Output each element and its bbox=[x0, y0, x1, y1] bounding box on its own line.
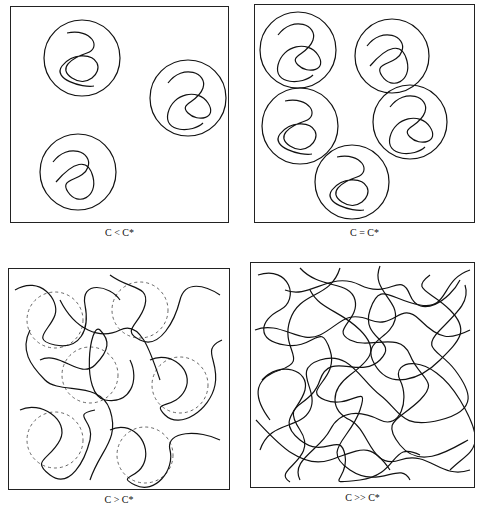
concentration-label: C = C* bbox=[348, 227, 381, 238]
entangled-chains bbox=[15, 275, 222, 487]
coil-group bbox=[40, 12, 447, 219]
regime-panel: C > C* bbox=[8, 268, 230, 490]
polymer-chain bbox=[367, 35, 408, 83]
polymer-chain bbox=[277, 24, 320, 82]
coil-circle bbox=[260, 12, 336, 88]
regime-panel: C >> C* bbox=[250, 262, 475, 488]
polymer-chain bbox=[278, 100, 316, 154]
polymer-chain bbox=[330, 156, 368, 210]
concentration-label: C > C* bbox=[103, 494, 136, 505]
coil-circle bbox=[355, 19, 429, 93]
concentration-label: C >> C* bbox=[343, 492, 382, 503]
coil-circle bbox=[150, 60, 226, 136]
coil-circle bbox=[44, 20, 120, 96]
regime-panel: C < C* bbox=[10, 6, 229, 223]
coil-circle bbox=[40, 134, 116, 210]
polymer-chain bbox=[60, 32, 98, 86]
polymer-chain bbox=[53, 151, 94, 199]
coil-circle bbox=[373, 85, 447, 159]
concentration-label: C < C* bbox=[103, 227, 136, 238]
dense-chains bbox=[255, 266, 474, 482]
regime-panel: C = C* bbox=[254, 4, 475, 223]
coil-circle bbox=[315, 145, 389, 219]
polymer-chain bbox=[167, 72, 210, 130]
coil-circle bbox=[262, 88, 338, 164]
polymer-chain bbox=[389, 96, 432, 154]
